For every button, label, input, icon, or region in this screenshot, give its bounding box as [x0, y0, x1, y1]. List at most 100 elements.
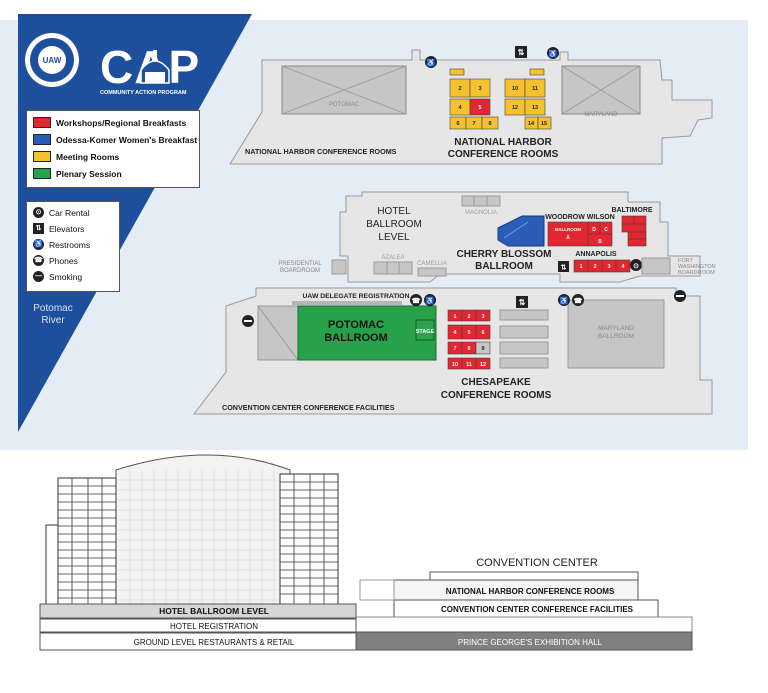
room-label: 12 — [480, 362, 486, 368]
room-label: 9 — [481, 346, 484, 352]
legend-label: Workshops/Regional Breakfasts — [56, 118, 187, 128]
label-annapolis: ANNAPOLIS — [575, 251, 617, 258]
amenity-elevators: ⇅Elevators — [33, 222, 84, 236]
elevators-icon: ⇅ — [33, 223, 44, 235]
room-label: 3 — [481, 314, 484, 320]
label-presidential-2: BOARDROOM — [280, 268, 320, 274]
room-label: 13 — [532, 105, 538, 111]
workshop-room-5 — [469, 98, 491, 116]
room-label: 8 — [488, 121, 491, 127]
room-label: 6 — [481, 330, 484, 336]
legend-item-meeting: Meeting Rooms — [33, 151, 119, 163]
room-potomac-ballroom — [257, 305, 437, 361]
legend: Workshops/Regional Breakfasts Odessa-Kom… — [26, 110, 200, 188]
legend-item-plenary: Plenary Session — [33, 168, 122, 180]
elevators-icon: ⇅ — [515, 46, 527, 58]
label-maryland-top: MARYLAND — [584, 112, 618, 118]
restrooms-icon: ♿ — [33, 239, 44, 251]
chesapeake-rooms: 1 2 3 4 5 6 7 8 9 10 11 12 — [447, 309, 491, 370]
label-maryland-ballroom-1: MARYLAND — [598, 325, 634, 332]
room-label: 12 — [512, 105, 518, 111]
room-label: 6 — [456, 121, 459, 127]
amenities-legend: ⊙Car Rental ⇅Elevators ♿Restrooms ☎Phone… — [26, 201, 120, 292]
amenity-label: Car Rental — [49, 208, 90, 218]
uaw-logo: UAW — [25, 33, 79, 87]
legend-label: Plenary Session — [56, 169, 122, 179]
room-label: 4 — [453, 330, 457, 336]
swatch-meeting — [33, 151, 51, 163]
room-label: 15 — [541, 121, 547, 127]
meeting-room-3 — [469, 78, 491, 98]
elevators-icon: ⇅ — [558, 261, 569, 272]
room-presidential — [331, 259, 347, 275]
convention-hallway-rooms — [499, 309, 549, 369]
national-harbor-rooms: 2 3 4 5 6 7 8 10 11 12 13 14 15 — [449, 68, 552, 130]
room-label: 1 — [579, 264, 582, 270]
label-maryland-ballroom-2: BALLROOM — [598, 333, 634, 340]
restrooms-icon: ♿ — [558, 294, 570, 306]
room-label: 10 — [512, 86, 518, 92]
baltimore-rooms — [621, 215, 647, 247]
room-label: 8 — [467, 346, 470, 352]
chesapeake-title-1: CHESAPEAKE — [461, 377, 531, 388]
label-ballroom-a-letter: A — [566, 235, 570, 241]
label-camellia: CAMELLIA — [417, 261, 447, 267]
room-azalea — [373, 261, 413, 275]
swatch-breakfast — [33, 134, 51, 146]
amenity-smoking: — Smoking — [33, 270, 82, 284]
room-label: 11 — [532, 86, 538, 92]
smoking-icon: — — [33, 271, 44, 283]
convention-building — [355, 571, 693, 651]
amenity-phones: ☎Phones — [33, 254, 78, 268]
label-presidential-1: PRESIDENTIAL — [278, 261, 322, 267]
potomac-ballroom-title-2: BALLROOM — [324, 332, 388, 344]
amenity-car-rental: ⊙Car Rental — [33, 206, 90, 220]
cherry-title-2: BALLROOM — [475, 261, 533, 272]
room-label: 4 — [458, 105, 462, 111]
label-convention-center: CONVENTION CENTER — [476, 557, 598, 569]
svg-text:⇅: ⇅ — [518, 48, 525, 57]
chesapeake-title-2: CONFERENCE ROOMS — [441, 390, 552, 401]
room-label: 5 — [467, 330, 470, 336]
top-floor-title-2: CONFERENCE ROOMS — [448, 149, 559, 160]
potomac-river-label: Potomac River — [33, 303, 73, 326]
label-national-harbor-section: NATIONAL HARBOR CONFERENCE ROOMS — [446, 587, 615, 596]
svg-text:♿: ♿ — [549, 49, 558, 58]
label-hotel-ballroom: HOTEL BALLROOM LEVEL — [159, 606, 269, 616]
label-stage: STAGE — [416, 329, 435, 335]
hotel-ballroom-level-bar — [39, 603, 357, 619]
phones-icon: ☎ — [410, 294, 422, 306]
room-label: 1 — [453, 314, 456, 320]
label-azalea: AZALEA — [381, 255, 404, 261]
room-camellia — [417, 267, 447, 277]
logo-tagline: COMMUNITY ACTION PROGRAM — [100, 90, 187, 96]
room-label: 7 — [472, 121, 475, 127]
room-label: 2 — [458, 86, 461, 92]
restrooms-icon: ♿ — [425, 56, 437, 68]
amenity-label: Smoking — [49, 272, 83, 282]
label-hotel-registration: HOTEL REGISTRATION — [170, 622, 258, 631]
logo-org: UAW — [43, 56, 62, 65]
svg-text:☎: ☎ — [574, 297, 583, 305]
cap-logo: CAP COMMUNITY ACTION PROGRAM — [100, 41, 199, 96]
svg-text:⇅: ⇅ — [519, 298, 526, 307]
mid-level-title-3: LEVEL — [378, 232, 410, 243]
smoking-icon — [242, 315, 254, 327]
restrooms-icon: ♿ — [547, 47, 559, 59]
room-label: 3 — [607, 264, 610, 270]
svg-text:⇅: ⇅ — [561, 264, 567, 272]
room-label: 3 — [478, 86, 481, 92]
meeting-room-11 — [524, 78, 546, 98]
room-label: 7 — [453, 346, 456, 352]
label-wood-c: C — [604, 227, 608, 233]
room-label: 11 — [466, 362, 472, 368]
label-exhibition-hall: PRINCE GEORGE'S EXHIBITION HALL — [458, 638, 603, 647]
room-label: 14 — [528, 121, 535, 127]
swatch-workshops — [33, 117, 51, 129]
label-wood-b: B — [598, 239, 602, 245]
svg-text:♿: ♿ — [426, 296, 435, 305]
smoking-icon — [674, 290, 686, 302]
room-maryland-ballroom — [567, 299, 665, 369]
room-fort-washington — [641, 257, 671, 275]
